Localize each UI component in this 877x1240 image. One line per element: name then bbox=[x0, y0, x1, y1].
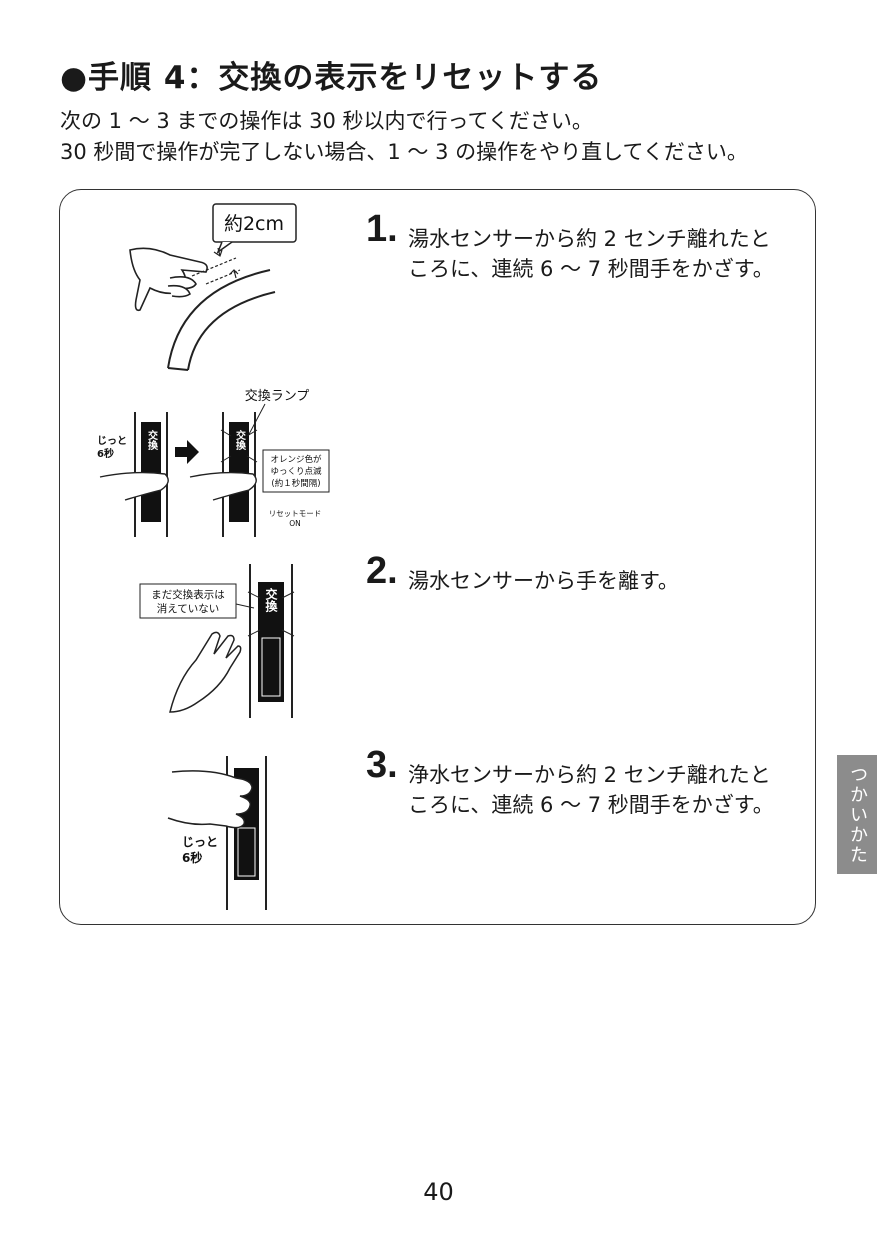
step-2-number: 2. bbox=[366, 550, 398, 592]
distance-label: 約2cm bbox=[224, 213, 284, 235]
intro-line-2: 30 秒間で操作が完了しない場合、1 ～ 3 の操作をやり直してください。 bbox=[60, 140, 748, 164]
section-side-tab-label: つかいかた bbox=[847, 764, 868, 865]
hand-illustration bbox=[129, 247, 208, 312]
figure-hand-distance: 約2cm bbox=[110, 200, 310, 375]
lamp-label: 交換ランプ bbox=[245, 388, 310, 404]
lamp-note: まだ交換表示は 消えていない bbox=[139, 583, 255, 619]
reset-mode-line-1: リセットモード bbox=[269, 509, 322, 518]
lamp-note-line-1: まだ交換表示は bbox=[151, 588, 225, 601]
instruction-panel bbox=[59, 189, 816, 925]
arrow-icon bbox=[175, 440, 199, 464]
hand-illustration-right bbox=[189, 471, 257, 501]
step-1-line-1: 湯水センサーから約 2 センチ離れたと bbox=[408, 227, 771, 251]
lamp-text-after: 交換 bbox=[234, 429, 246, 451]
reset-mode-line-2: ON bbox=[289, 519, 301, 528]
figure-lamp-reset: 交換ランプ じっと 6秒 交換 交換 オレンジ色が ゆ bbox=[95, 382, 335, 537]
faucet-arc bbox=[167, 269, 276, 371]
lamp-panel: 交換 bbox=[247, 564, 295, 718]
step-1-number: 1. bbox=[366, 208, 398, 250]
page-heading: ●手順 4：交換の表示をリセットする bbox=[60, 60, 603, 96]
blink-note-line-2: ゆっくり点滅 bbox=[270, 466, 322, 477]
figure-hand-removed: 交換 まだ交換表示は 消えていない bbox=[138, 562, 298, 720]
hand-illustration-left bbox=[99, 471, 169, 501]
page-number: 40 bbox=[423, 1178, 454, 1206]
figure-water-sensor: じっと 6秒 bbox=[160, 754, 280, 914]
hold-label-line-1: じっと bbox=[97, 435, 127, 447]
hand-illustration bbox=[169, 631, 242, 713]
hand-illustration bbox=[167, 770, 253, 829]
intro-line-1: 次の 1 ～ 3 までの操作は 30 秒以内で行ってください。 bbox=[60, 109, 593, 133]
blink-note: オレンジ色が ゆっくり点滅 (約１秒間隔) bbox=[262, 449, 330, 493]
step-3-number: 3. bbox=[366, 744, 398, 786]
hold-label-line-2: 6秒 bbox=[97, 447, 114, 460]
step-2-line-1: 湯水センサーから手を離す。 bbox=[408, 569, 679, 593]
hold-label-line-1: じっと bbox=[182, 835, 218, 849]
lamp-text-before: 交換 bbox=[146, 429, 158, 451]
intro-text: 次の 1 ～ 3 までの操作は 30 秒以内で行ってください。 30 秒間で操作… bbox=[60, 106, 748, 168]
blink-note-line-1: オレンジ色が bbox=[270, 454, 322, 465]
step-3-line-1: 浄水センサーから約 2 センチ離れたと bbox=[408, 763, 771, 787]
section-side-tab: つかいかた bbox=[837, 755, 877, 874]
blink-note-line-3: (約１秒間隔) bbox=[271, 478, 320, 489]
distance-callout: 約2cm bbox=[212, 203, 297, 255]
lamp-note-line-2: 消えていない bbox=[157, 602, 219, 615]
lamp-text: 交換 bbox=[264, 587, 278, 613]
step-1-line-2: ころに、連続 6 ～ 7 秒間手をかざす。 bbox=[408, 257, 774, 281]
step-3-line-2: ころに、連続 6 ～ 7 秒間手をかざす。 bbox=[408, 793, 774, 817]
hold-label-line-2: 6秒 bbox=[182, 850, 202, 865]
